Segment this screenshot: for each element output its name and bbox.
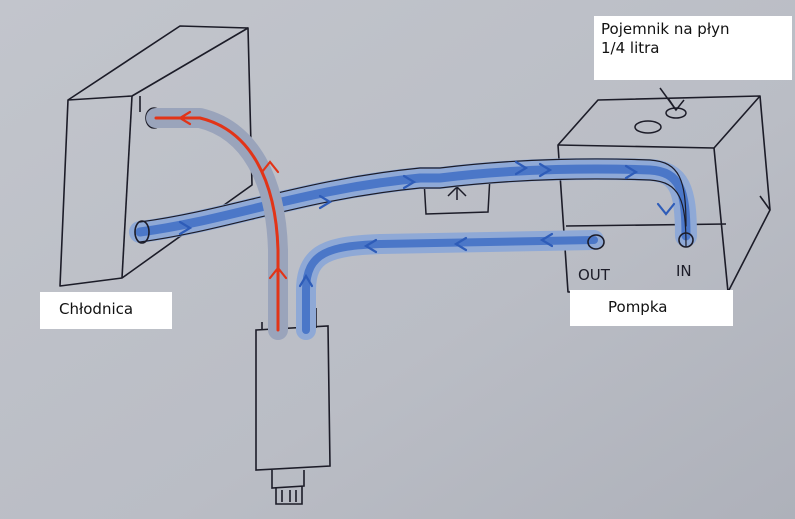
pump-box xyxy=(557,95,771,293)
reservoir-label: Pojemnik na płyn 1/4 litra xyxy=(594,16,792,80)
cool-flow-arrows xyxy=(178,160,676,288)
out-handwritten-label: OUT xyxy=(578,266,611,284)
hot-flow-arrows xyxy=(177,110,288,280)
radiator-box xyxy=(59,25,253,287)
reservoir-label-line2: 1/4 litra xyxy=(601,39,660,57)
radiator-label-text: Chłodnica xyxy=(59,300,134,318)
reservoir-cap xyxy=(634,87,687,134)
reservoir-label-line1: Pojemnik na płyn xyxy=(601,20,730,38)
radiator-label: Chłodnica xyxy=(40,292,172,329)
pump-label-text: Pompka xyxy=(608,298,668,316)
in-handwritten-label: IN xyxy=(676,262,692,280)
cool-tubing xyxy=(129,157,697,340)
pump-label: Pompka xyxy=(570,290,733,326)
hot-tubing xyxy=(146,108,288,340)
